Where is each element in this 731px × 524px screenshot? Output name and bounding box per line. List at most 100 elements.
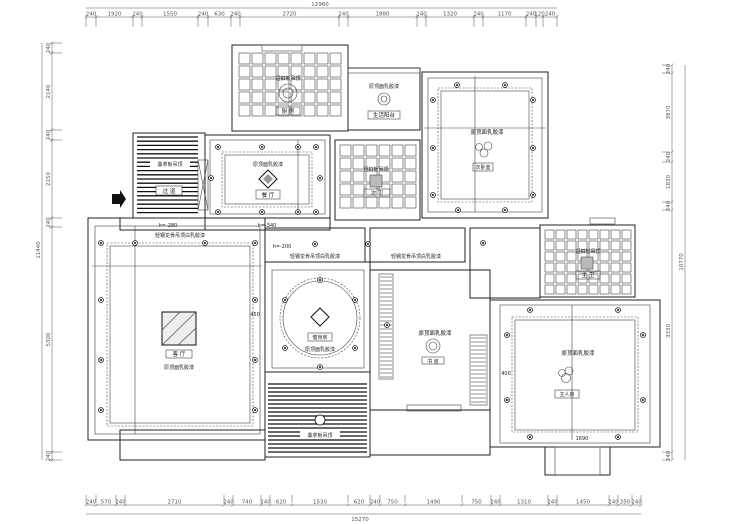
downlight-icon — [98, 357, 104, 363]
dimension-label: 120 — [534, 12, 545, 18]
dimension-label: 1310 — [517, 500, 531, 506]
downlight-icon — [480, 240, 486, 246]
dimension-label: 2140 — [46, 84, 52, 98]
ceiling-note: 桑拿板吊顶 — [307, 432, 332, 439]
downlight-icon — [530, 145, 536, 151]
dimension-total: 11440 — [36, 241, 42, 259]
second-bedroom: 原顶面乳胶漆 次卧室 — [421, 71, 549, 219]
dimension-label: 240 — [666, 151, 672, 162]
dimension-label: 240 — [370, 500, 381, 506]
dimension-total: 15270 — [351, 517, 369, 523]
living-room: 轻钢龙骨吊顶白乳胶漆 客 厅 原顶面乳胶漆 450 — [87, 217, 266, 441]
dimension-label: 1830 — [666, 175, 672, 189]
ceiling-note: 原顶面乳胶漆 — [305, 346, 335, 353]
dimension-label: 1920 — [108, 12, 122, 18]
dimension-label: 620 — [354, 500, 365, 506]
downlight-icon — [215, 209, 221, 215]
downlight-icon — [352, 297, 358, 303]
dimension-label: 240 — [666, 200, 672, 211]
dimension-label: 2710 — [168, 500, 182, 506]
downlight-icon — [640, 397, 646, 403]
ceiling-note: 铝扣板吊顶 — [363, 166, 388, 173]
downlight-icon — [352, 345, 358, 351]
downlight-icon — [430, 145, 436, 151]
downlight-icon — [502, 207, 508, 213]
downlight-icon — [208, 175, 214, 181]
dimension-label: 1490 — [427, 500, 441, 506]
downlight-icon — [98, 240, 104, 246]
downlight-icon — [202, 240, 208, 246]
dimension-label: 240 — [223, 500, 234, 506]
downlight-icon — [502, 82, 508, 88]
room-label-kitchen: 厨 房 — [282, 107, 295, 115]
hall-strip: h=-200 轻钢龙骨吊顶白乳胶漆 轻钢龙骨吊顶白乳胶漆 — [264, 227, 541, 299]
downlight-icon — [252, 297, 258, 303]
downlight-icon — [455, 207, 461, 213]
downlight-icon — [252, 357, 258, 363]
room-label-study: 书 房 — [427, 358, 439, 365]
dimension-label: 620 — [276, 500, 287, 506]
offset-dimension: 450 — [250, 312, 260, 318]
ceiling-note: 铝扣板吊顶 — [275, 75, 300, 82]
downlight-icon — [98, 407, 104, 413]
ceiling-note: 原顶面乳胶漆 — [470, 128, 504, 136]
dimension-label: 570 — [101, 500, 112, 506]
dimension-label: 350 — [620, 500, 631, 506]
dimension-label: 240 — [115, 500, 126, 506]
dimension-total: 12960 — [311, 2, 329, 8]
ceiling-note: 轻钢龙骨吊顶白乳胶漆 — [290, 253, 340, 260]
ceiling-note: 轻钢龙骨吊顶白乳胶漆 — [155, 232, 205, 239]
downlight-icon — [640, 332, 646, 338]
downlight-icon — [365, 241, 371, 247]
dimension-total: 10770 — [679, 253, 685, 271]
width-dimension: 1690 — [576, 436, 589, 442]
dimension-label: 2150 — [46, 172, 52, 186]
downlight-icon — [259, 209, 265, 215]
dimension-label: 240 — [473, 12, 484, 18]
downlight-icon — [615, 307, 621, 313]
downlight-icon — [252, 407, 258, 413]
downlight-icon — [317, 175, 323, 181]
downlight-icon — [215, 144, 221, 150]
dimension-label: 240 — [86, 500, 97, 506]
downlight-icon — [313, 209, 319, 215]
dimension-label: 240 — [198, 12, 209, 18]
dimension-label: 240 — [46, 129, 52, 140]
dimension-label: 240 — [666, 63, 672, 74]
downlight-icon — [312, 241, 318, 247]
ceiling-note: 原顶面乳胶漆 — [369, 83, 399, 90]
room-label-master-bedroom: 主人房 — [559, 391, 574, 398]
room-label-corridor: 过 道 — [163, 187, 176, 195]
ceiling-note: 原顶面乳胶漆 — [164, 364, 194, 371]
kitchen: 铝扣板吊顶 厨 房 — [231, 44, 349, 132]
dimension-label: 240 — [416, 12, 427, 18]
downlight-icon — [313, 144, 319, 150]
master-bedroom: 原顶面乳胶漆 主人房 400 1690 — [489, 299, 661, 476]
dimension-label: 240 — [86, 12, 97, 18]
downlight-icon — [384, 322, 390, 328]
downlight-icon — [282, 297, 288, 303]
study: 原顶面乳胶漆 书 房 — [369, 269, 491, 412]
downlight-icon — [132, 240, 138, 246]
dimension-label: 240 — [547, 500, 558, 506]
entry-arrow-icon — [112, 190, 126, 208]
dimension-label: 240 — [46, 217, 52, 228]
ceiling-note: 原顶面乳胶漆 — [418, 329, 452, 337]
dimension-label: 240 — [666, 450, 672, 461]
height-label-dining: h=-340 — [258, 223, 277, 229]
dimension-label: 240 — [46, 450, 52, 461]
downlight-icon — [530, 192, 536, 198]
dimension-label: 240 — [260, 500, 271, 506]
dimension-label: 1170 — [498, 12, 512, 18]
sauna-ceiling-top: 桑拿板吊顶 过 道 — [132, 132, 209, 219]
dimension-label: 240 — [338, 12, 349, 18]
dimension-label: 240 — [132, 12, 143, 18]
downlight-icon — [454, 82, 460, 88]
downlight-icon — [430, 192, 436, 198]
room-label-balcony: 生活阳台 — [373, 111, 396, 119]
dimension-label: 1320 — [443, 12, 457, 18]
downlight-icon — [317, 277, 323, 283]
dimension-label: 630 — [214, 12, 225, 18]
